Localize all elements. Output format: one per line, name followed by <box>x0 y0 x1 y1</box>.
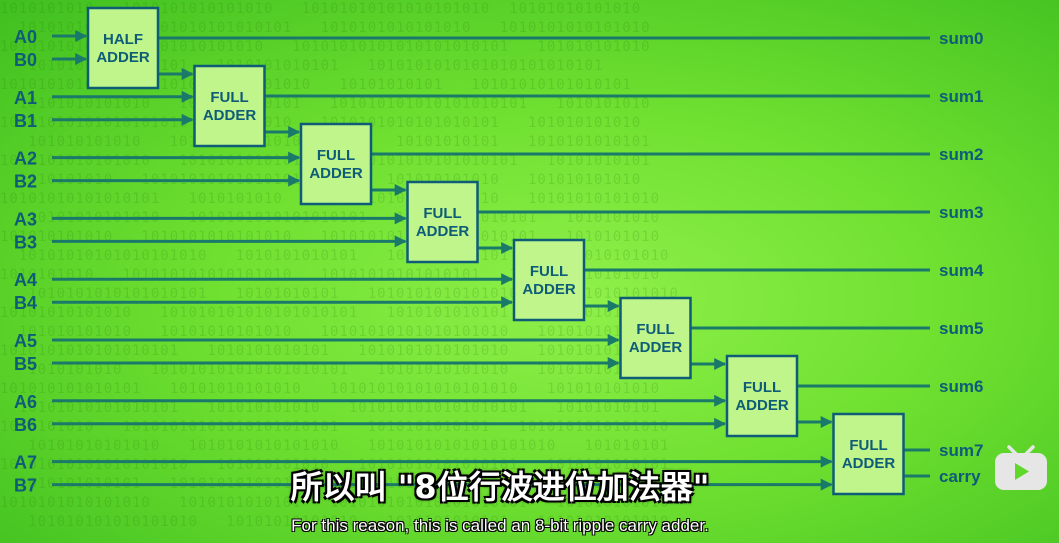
full-adder-block <box>299 122 373 206</box>
input-a-label: A1 <box>14 88 37 108</box>
full-adder-block <box>619 296 692 380</box>
sum-output-label: sum7 <box>939 441 983 460</box>
adder-label-line1: FULL <box>530 263 568 280</box>
adder-label-line1: FULL <box>743 379 781 396</box>
adder-label-line1: HALF <box>103 31 143 48</box>
input-a-label: A7 <box>14 453 37 473</box>
chinese-subtitle: 所以叫 "8位行波进位加法器" <box>290 468 710 506</box>
adder-label-line2: ADDER <box>735 397 789 414</box>
sum-output-label: sum1 <box>939 87 983 106</box>
adder-label-line1: FULL <box>210 89 248 106</box>
adder-blocks: HALFADDERFULLADDERFULLADDERFULLADDERFULL… <box>86 6 905 496</box>
adder-label-line2: ADDER <box>629 339 683 356</box>
adder-label-line1: FULL <box>317 147 355 164</box>
input-a-label: A2 <box>14 149 37 169</box>
input-a-label: A3 <box>14 209 37 229</box>
adder-label-line1: FULL <box>636 321 674 338</box>
full-adder-block <box>725 354 799 438</box>
wires <box>52 30 930 491</box>
sum-output-label: sum5 <box>939 319 983 338</box>
input-b-label: B5 <box>14 354 37 374</box>
tv-icon <box>995 445 1047 490</box>
full-adder-block <box>832 412 905 496</box>
half-adder-block <box>86 6 160 90</box>
full-adder-block <box>512 238 586 322</box>
full-adder-block <box>406 180 479 264</box>
input-b-label: B4 <box>14 293 37 313</box>
sum-output-label: sum3 <box>939 203 983 222</box>
adder-label-line2: ADDER <box>96 49 150 66</box>
carry-output-label: carry <box>939 467 981 486</box>
english-subtitle: For this reason, this is called an 8-bit… <box>291 516 709 535</box>
full-adder-block <box>193 64 266 148</box>
input-a-label: A6 <box>14 392 37 412</box>
input-a-label: A0 <box>14 27 37 47</box>
input-b-label: B2 <box>14 172 37 192</box>
adder-label-line2: ADDER <box>842 455 896 472</box>
sum-output-label: sum4 <box>939 261 984 280</box>
input-b-label: B0 <box>14 50 37 70</box>
input-b-label: B6 <box>14 415 37 435</box>
adder-label-line2: ADDER <box>416 223 470 240</box>
sum-output-label: sum0 <box>939 29 983 48</box>
sum-output-label: sum6 <box>939 377 983 396</box>
input-b-label: B3 <box>14 232 37 252</box>
sum-output-label: sum2 <box>939 145 983 164</box>
input-b-label: B1 <box>14 111 37 131</box>
input-a-label: A4 <box>14 270 37 290</box>
input-a-label: A5 <box>14 331 37 351</box>
input-b-label: B7 <box>14 476 37 496</box>
adder-label-line2: ADDER <box>309 165 363 182</box>
adder-label-line2: ADDER <box>522 281 576 298</box>
adder-label-line1: FULL <box>423 205 461 222</box>
adder-label-line1: FULL <box>849 437 887 454</box>
adder-label-line2: ADDER <box>203 107 257 124</box>
